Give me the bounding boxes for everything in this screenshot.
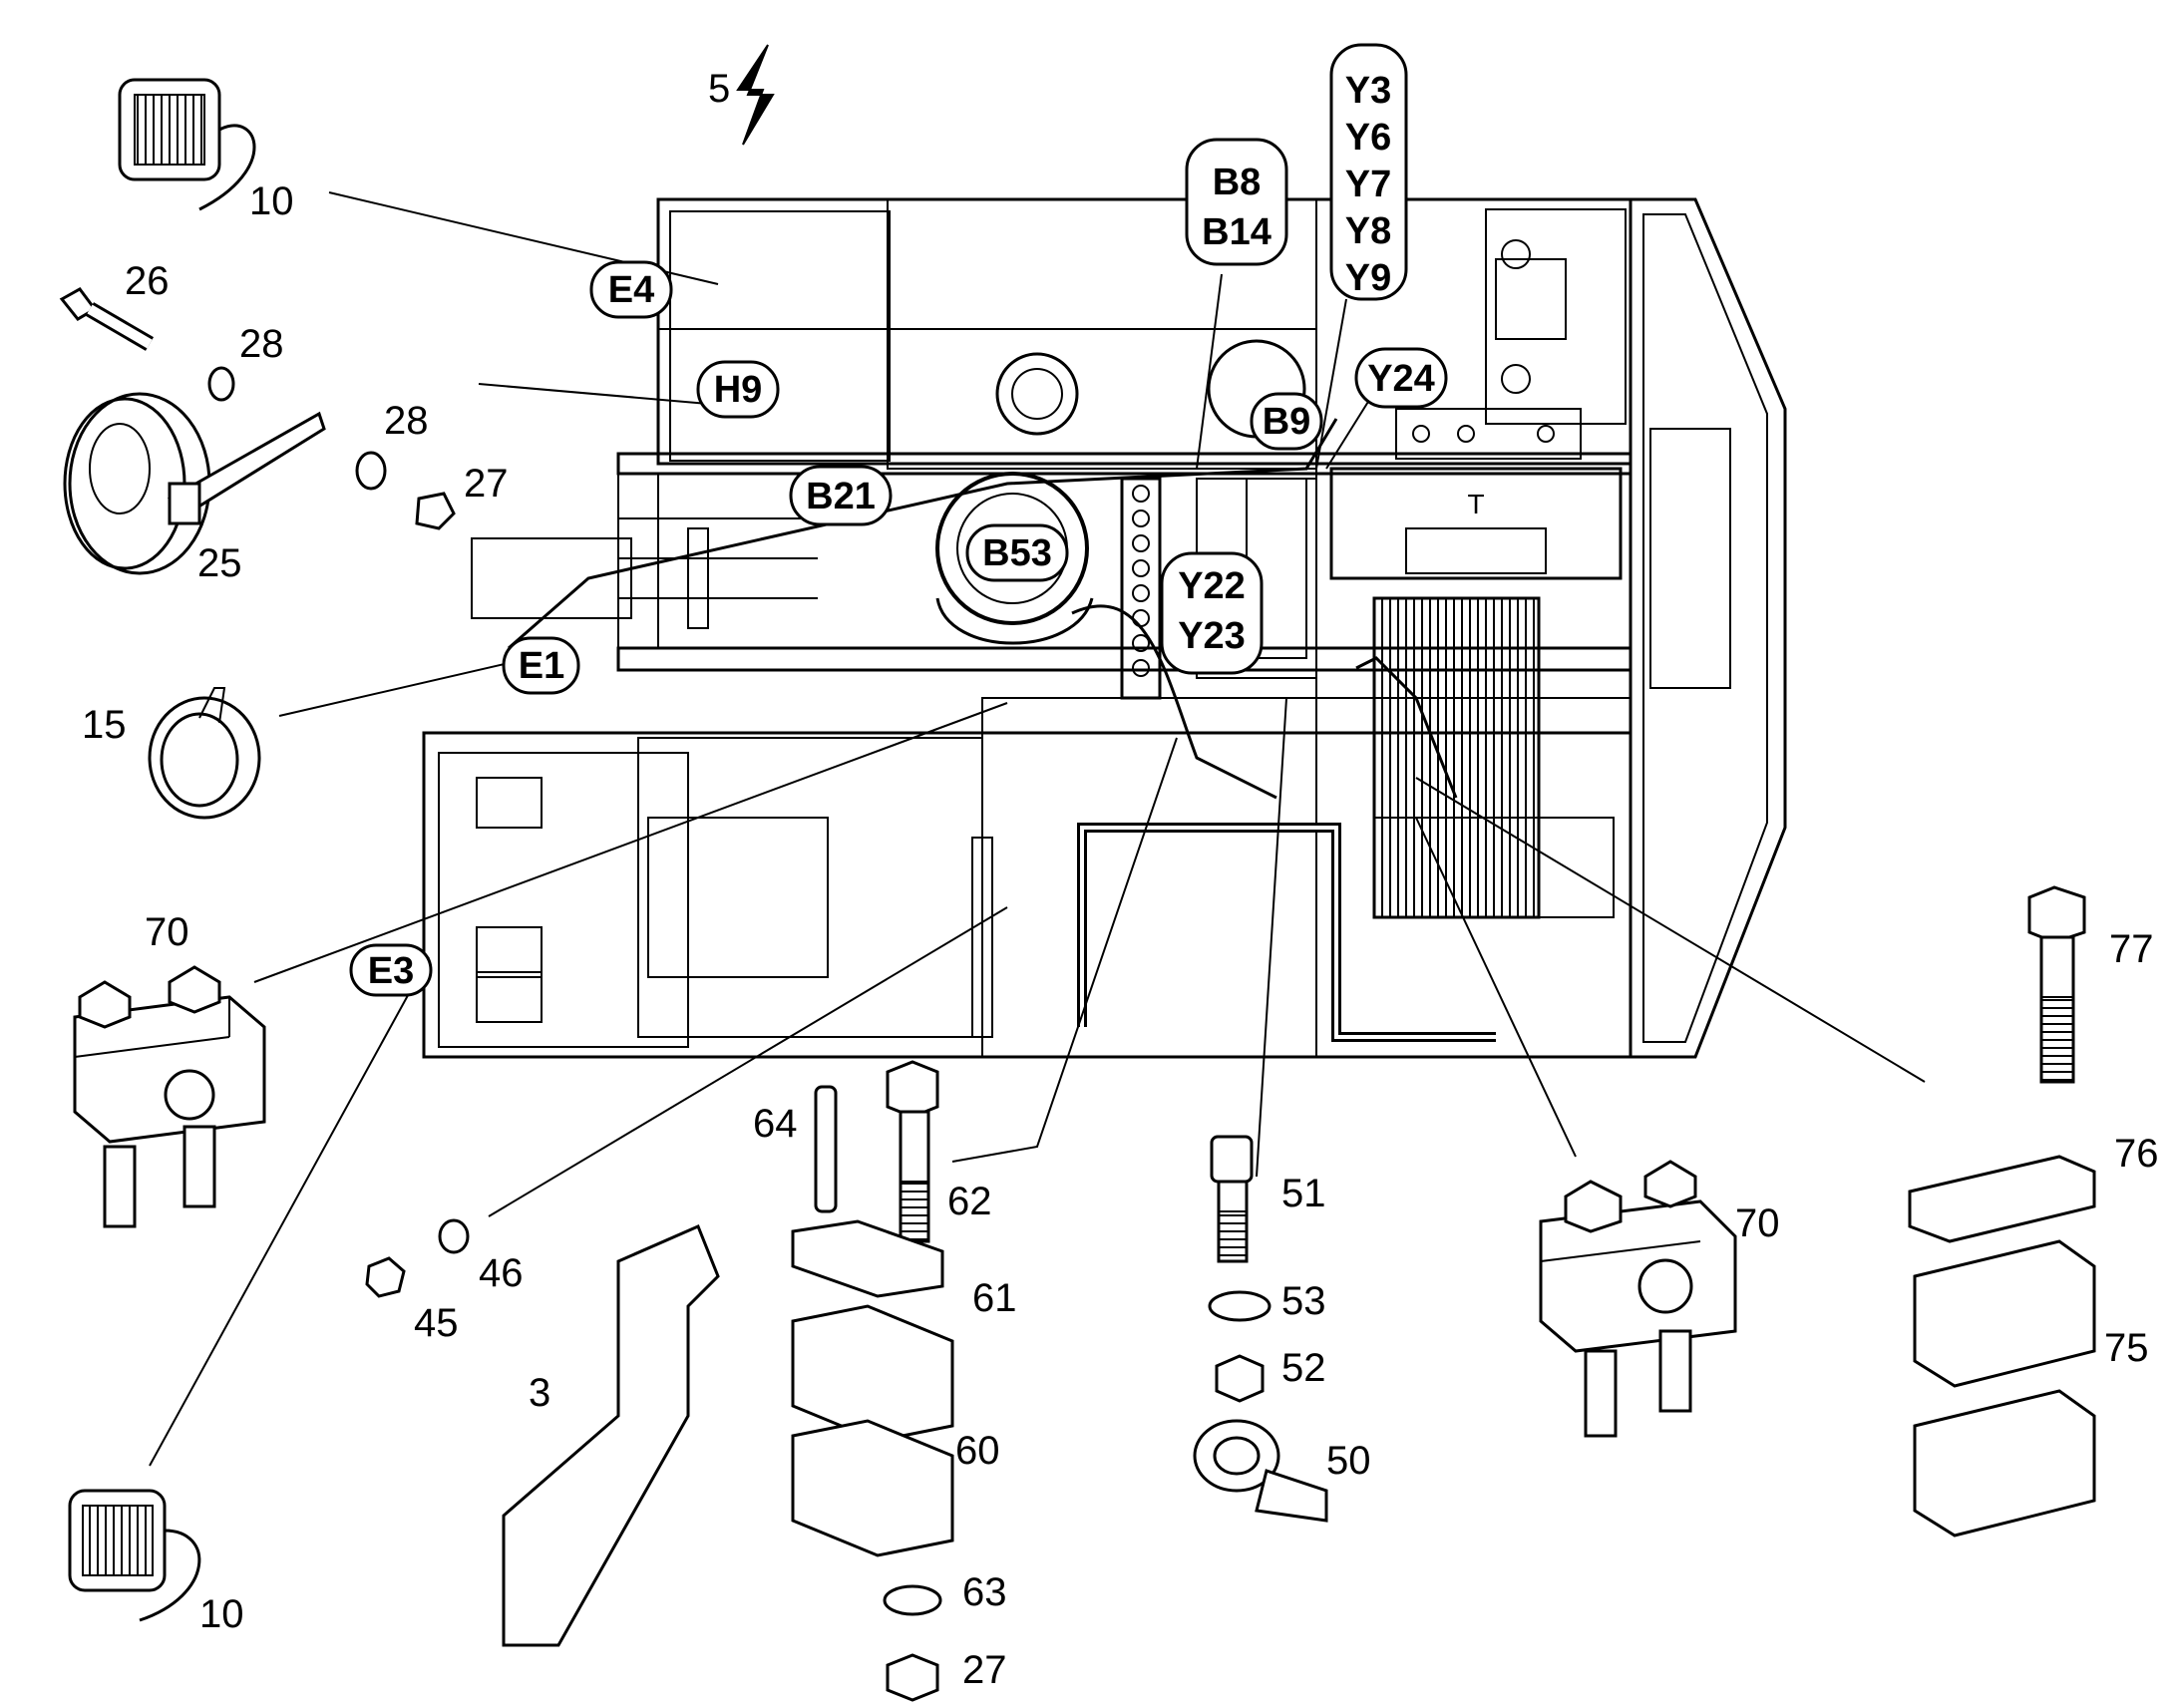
callout-B53-bubble [965, 523, 1069, 582]
part-number-76: 76 [2114, 1132, 2159, 1176]
horn-25 [63, 392, 326, 575]
leader-lines [149, 191, 1926, 1467]
part-number-50: 50 [1326, 1439, 1371, 1483]
callout-Y7: Y7 [1345, 164, 1391, 205]
clamp-70-right [1539, 1160, 1737, 1438]
part-number-51: 51 [1281, 1172, 1326, 1215]
callout-Y3: Y3 [1345, 70, 1391, 112]
machine-frame: T [422, 197, 1787, 1059]
nut-52 [1215, 1354, 1265, 1403]
component-callouts: E4 H9 B21 B53 E1 E3 B8 B14 B9 Y22 Y23 Y2… [349, 43, 1448, 997]
lightning-icon [736, 44, 775, 146]
bracket-3 [502, 1224, 720, 1647]
nut-27b [886, 1653, 939, 1702]
lamp-15 [148, 687, 261, 820]
part-number-53: 53 [1281, 1279, 1326, 1323]
callout-E4: E4 [608, 269, 654, 311]
work-light-bottom [68, 1489, 201, 1622]
part-number-27-top: 27 [464, 462, 509, 506]
clip-50 [1193, 1419, 1328, 1523]
washer-28b [355, 451, 387, 491]
callout-B14: B14 [1202, 211, 1272, 253]
callout-B9-bubble [1250, 392, 1323, 451]
part-number-45: 45 [414, 1301, 459, 1345]
callout-B9: B9 [1263, 401, 1311, 443]
washer-63 [883, 1584, 942, 1616]
part-number-46: 46 [479, 1251, 524, 1295]
part-number-5: 5 [708, 67, 730, 111]
part-number-25: 25 [197, 541, 242, 585]
part-number-75: 75 [2104, 1326, 2149, 1370]
callout-Y23: Y23 [1178, 615, 1246, 657]
part-number-70-right: 70 [1735, 1201, 1780, 1245]
callout-H9: H9 [714, 369, 763, 411]
part-number-52: 52 [1281, 1346, 1326, 1390]
callout-Y8: Y8 [1345, 210, 1391, 252]
nut-45 [365, 1256, 406, 1298]
part-number-62: 62 [947, 1180, 992, 1223]
plate-61 [791, 1219, 944, 1298]
callout-E3-bubble [349, 943, 433, 997]
bolt-77 [2027, 885, 2086, 1084]
part-number-64: 64 [753, 1102, 798, 1146]
part-number-10-bottom: 10 [199, 1592, 244, 1636]
callout-E4-bubble [589, 260, 673, 319]
callout-E1: E1 [519, 645, 564, 687]
transformer-mark: T [1467, 489, 1484, 519]
callout-Y-group-bubble [1329, 43, 1408, 301]
part-number-3: 3 [529, 1371, 550, 1415]
callout-Y6: Y6 [1345, 117, 1391, 159]
part-number-77: 77 [2109, 927, 2154, 971]
clamp-half-75a [1913, 1239, 2096, 1388]
washer-53 [1208, 1290, 1272, 1322]
part-number-28-b: 28 [384, 399, 429, 443]
washer-28a [207, 366, 235, 402]
part-number-61: 61 [972, 1276, 1017, 1320]
nut-27a [415, 492, 456, 530]
clamp-half-75b [1913, 1389, 2096, 1537]
clamp-half-60a [791, 1304, 954, 1443]
callout-H9-bubble [696, 360, 780, 419]
part-numbers: 5 10 26 28 28 27 25 15 70 64 62 61 60 63… [82, 67, 2159, 1692]
washer-46 [438, 1218, 470, 1254]
bolt-62 [886, 1060, 939, 1243]
clamp-half-60b [791, 1419, 954, 1557]
part-number-28-a: 28 [239, 322, 284, 366]
callout-B21-bubble [789, 465, 893, 526]
screw-51 [1210, 1135, 1254, 1263]
part-number-63: 63 [962, 1570, 1007, 1614]
callout-Y22-Y23-bubble [1160, 551, 1264, 675]
part-number-26: 26 [125, 259, 170, 303]
clamp-70-left [73, 965, 266, 1228]
part-number-70-left: 70 [145, 910, 189, 954]
callout-Y9: Y9 [1345, 257, 1391, 299]
callout-E3: E3 [368, 950, 414, 992]
plate-76 [1908, 1155, 2096, 1243]
part-number-27-bottom: 27 [962, 1648, 1007, 1692]
callout-B53: B53 [982, 532, 1052, 574]
bolt-26 [59, 287, 155, 351]
callout-B8: B8 [1213, 162, 1262, 203]
callout-B21: B21 [806, 476, 876, 517]
callout-E1-bubble [502, 636, 580, 695]
pin-64 [814, 1085, 838, 1213]
callout-B8-B14-bubble [1185, 138, 1288, 266]
part-number-60: 60 [955, 1429, 1000, 1473]
callout-Y24: Y24 [1367, 358, 1435, 400]
callout-Y24-bubble [1354, 347, 1448, 409]
part-number-15: 15 [82, 703, 127, 747]
callout-Y22: Y22 [1178, 565, 1246, 607]
part-number-10-top: 10 [249, 179, 294, 223]
work-light-top [118, 78, 256, 211]
